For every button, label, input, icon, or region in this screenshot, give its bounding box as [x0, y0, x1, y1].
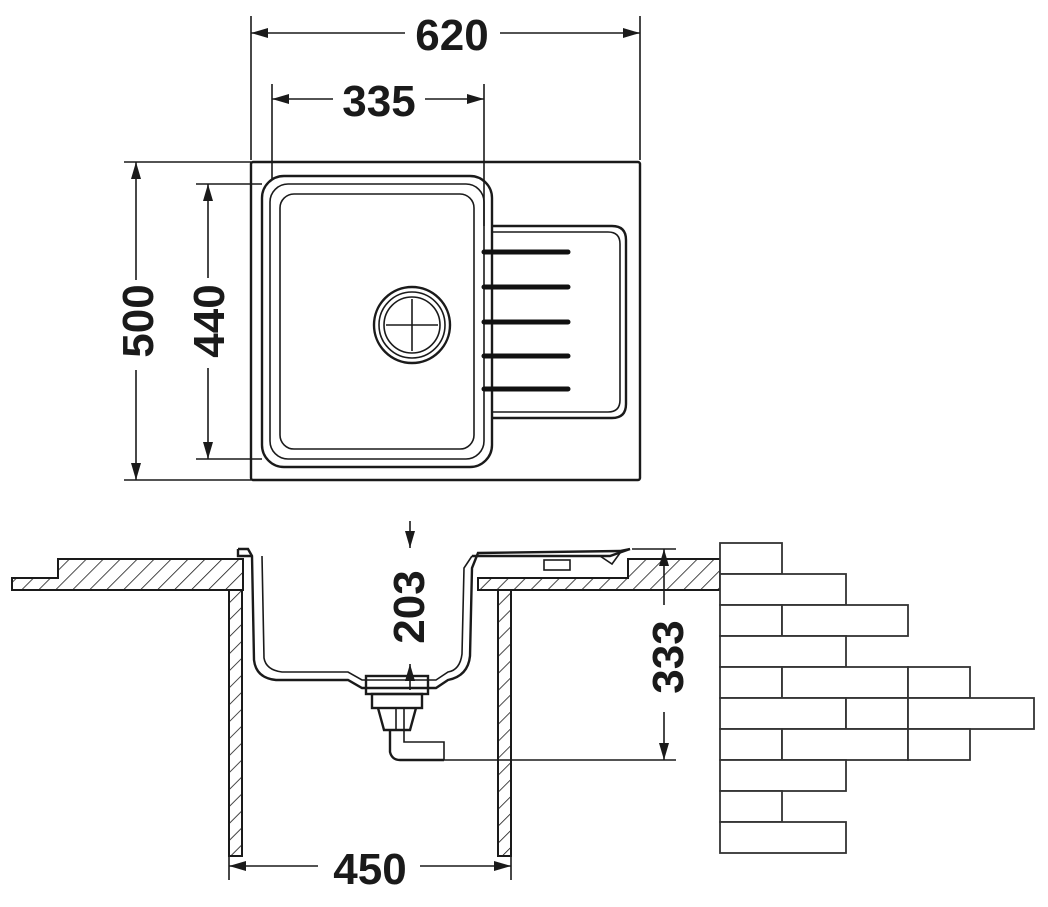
- dim-label-440: 440: [185, 284, 234, 357]
- section-view: 203 333 450: [11, 521, 1035, 894]
- dim-overall-width: 620: [250, 11, 641, 160]
- sink-outline: [249, 160, 642, 482]
- drain-assembly-icon: [364, 674, 445, 762]
- dim-overall-depth: 500: [114, 161, 251, 481]
- dim-label-620: 620: [415, 11, 488, 60]
- drainer-board-inner: [492, 231, 621, 413]
- dim-label-500: 500: [114, 284, 163, 357]
- countertop-right: [477, 558, 721, 591]
- dim-label-203: 203: [385, 570, 434, 643]
- bowl-inner-rim: [269, 183, 485, 460]
- top-view: 620 335 500: [114, 11, 642, 482]
- dim-bowl-width: 335: [271, 77, 485, 226]
- drainer-section: [480, 552, 621, 566]
- dim-drain-height: 333: [444, 548, 693, 761]
- dim-bowl-depth: 440: [185, 183, 262, 460]
- sink-bowl-inner: [261, 555, 473, 681]
- dim-label-333: 333: [644, 620, 693, 693]
- cabinet-wall-right: [497, 589, 512, 857]
- dim-bowl-height: 203: [385, 521, 434, 690]
- drainer-board: [492, 224, 628, 420]
- drain-icon: [372, 285, 452, 365]
- bowl-floor: [279, 193, 475, 450]
- cabinet-wall-left: [228, 589, 243, 857]
- dim-label-335: 335: [342, 77, 415, 126]
- dim-label-450: 450: [333, 845, 406, 894]
- sink-bowl-section: [238, 547, 631, 690]
- bowl-outer-rim: [260, 174, 494, 469]
- countertop-left: [11, 558, 244, 591]
- brick-wall: [719, 542, 1035, 854]
- drainer-clip: [543, 559, 571, 571]
- dim-cabinet-width: 450: [228, 845, 512, 894]
